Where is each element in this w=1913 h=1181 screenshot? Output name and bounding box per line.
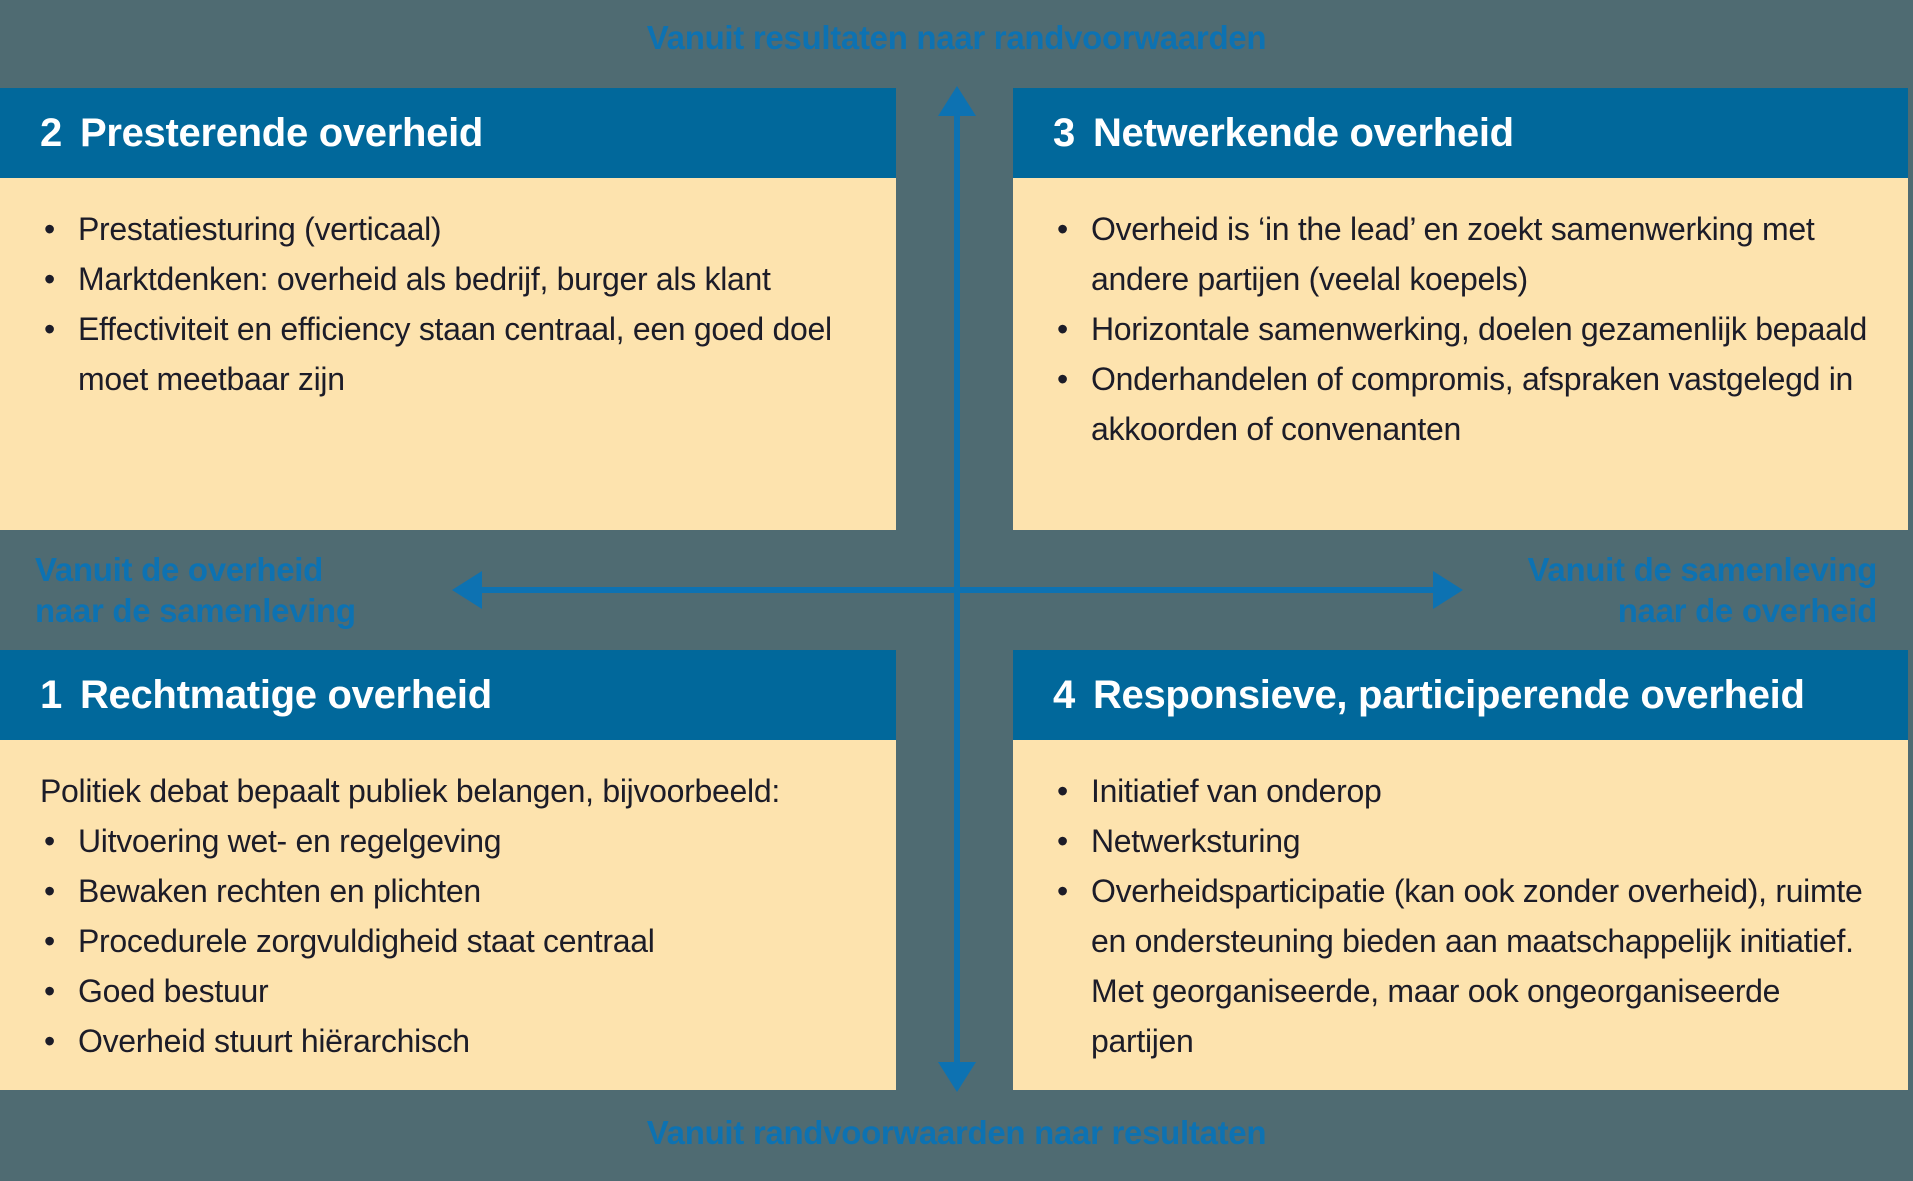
quadrant-1-body: Politiek debat bepaalt publiek belangen,…	[0, 740, 896, 1090]
bullet-item: Initiatief van onderop	[1053, 766, 1870, 816]
quadrant-2-bullet-list: Prestatiesturing (verticaal)Marktdenken:…	[40, 204, 858, 404]
bullet-item: Horizontale samenwerking, doelen gezamen…	[1053, 304, 1870, 354]
bullet-item: Overheidsparticipatie (kan ook zonder ov…	[1053, 866, 1870, 1066]
quadrant-1-intro: Politiek debat bepaalt publiek belangen,…	[40, 773, 780, 809]
bullet-item: Goed bestuur	[40, 966, 858, 1016]
quadrant-2-title: Presterende overheid	[79, 110, 484, 155]
bullet-item: Netwerksturing	[1053, 816, 1870, 866]
quadrant-2-number: 2	[40, 110, 62, 155]
quadrant-3-body: Overheid is ‘in the lead’ en zoekt samen…	[1013, 178, 1908, 530]
quadrant-4-number: 4	[1053, 672, 1075, 717]
quadrant-3-number: 3	[1053, 110, 1075, 155]
bullet-item: Procedurele zorgvuldigheid staat centraa…	[40, 916, 858, 966]
axis-label-right-line1: Vanuit de samenleving	[1527, 551, 1878, 588]
bullet-item: Prestatiesturing (verticaal)	[40, 204, 858, 254]
axis-label-left-line2: naar de samenleving	[35, 592, 356, 629]
bullet-item: Uitvoering wet- en regelgeving	[40, 816, 858, 866]
horizontal-axis-arrow	[452, 571, 1463, 609]
quadrant-3-header: 3 Netwerkende overheid	[1013, 88, 1908, 178]
quadrant-3-netwerkende-overheid: 3 Netwerkende overheid Overheid is ‘in t…	[1013, 88, 1908, 530]
quadrant-4-responsieve-participerende-overheid: 4 Responsieve, participerende overheid I…	[1013, 650, 1908, 1090]
quadrant-4-bullet-list: Initiatief van onderopNetwerksturingOver…	[1053, 766, 1870, 1066]
bullet-item: Bewaken rechten en plichten	[40, 866, 858, 916]
axis-label-left: Vanuit de overheid naar de samenleving	[35, 549, 356, 631]
bullet-item: Overheid is ‘in the lead’ en zoekt samen…	[1053, 204, 1870, 304]
quadrant-4-title: Responsieve, participerende overheid	[1092, 672, 1805, 717]
axis-label-top: Vanuit resultaten naar randvoorwaarden	[646, 19, 1267, 56]
quadrant-1-number: 1	[40, 672, 62, 717]
axis-label-right-line2: naar de overheid	[1617, 592, 1878, 629]
quadrant-3-title: Netwerkende overheid	[1092, 110, 1514, 155]
quadrant-1-bullet-list: Uitvoering wet- en regelgevingBewaken re…	[40, 816, 858, 1066]
axis-label-right: Vanuit de samenleving naar de overheid	[1527, 549, 1878, 631]
quadrant-1-rechtmatige-overheid: 1 Rechtmatige overheid Politiek debat be…	[0, 650, 896, 1090]
quadrant-4-header: 4 Responsieve, participerende overheid	[1013, 650, 1908, 740]
quadrant-3-bullet-list: Overheid is ‘in the lead’ en zoekt samen…	[1053, 204, 1870, 454]
quadrant-1-title: Rechtmatige overheid	[79, 672, 492, 717]
bullet-item: Effectiviteit en efficiency staan centra…	[40, 304, 858, 404]
vertical-axis-arrow	[938, 86, 976, 1092]
axis-label-bottom: Vanuit randvoorwaarden naar resultaten	[646, 1114, 1267, 1151]
quadrant-2-presterende-overheid: 2 Presterende overheid Prestatiesturing …	[0, 88, 896, 530]
bullet-item: Onderhandelen of compromis, afspraken va…	[1053, 354, 1870, 454]
axis-label-left-line1: Vanuit de overheid	[35, 551, 324, 588]
bullet-item: Marktdenken: overheid als bedrijf, burge…	[40, 254, 858, 304]
quadrant-2-header: 2 Presterende overheid	[0, 88, 896, 178]
quadrant-2-body: Prestatiesturing (verticaal)Marktdenken:…	[0, 178, 896, 530]
quadrant-1-header: 1 Rechtmatige overheid	[0, 650, 896, 740]
bullet-item: Overheid stuurt hiërarchisch	[40, 1016, 858, 1066]
quadrant-4-body: Initiatief van onderopNetwerksturingOver…	[1013, 740, 1908, 1090]
